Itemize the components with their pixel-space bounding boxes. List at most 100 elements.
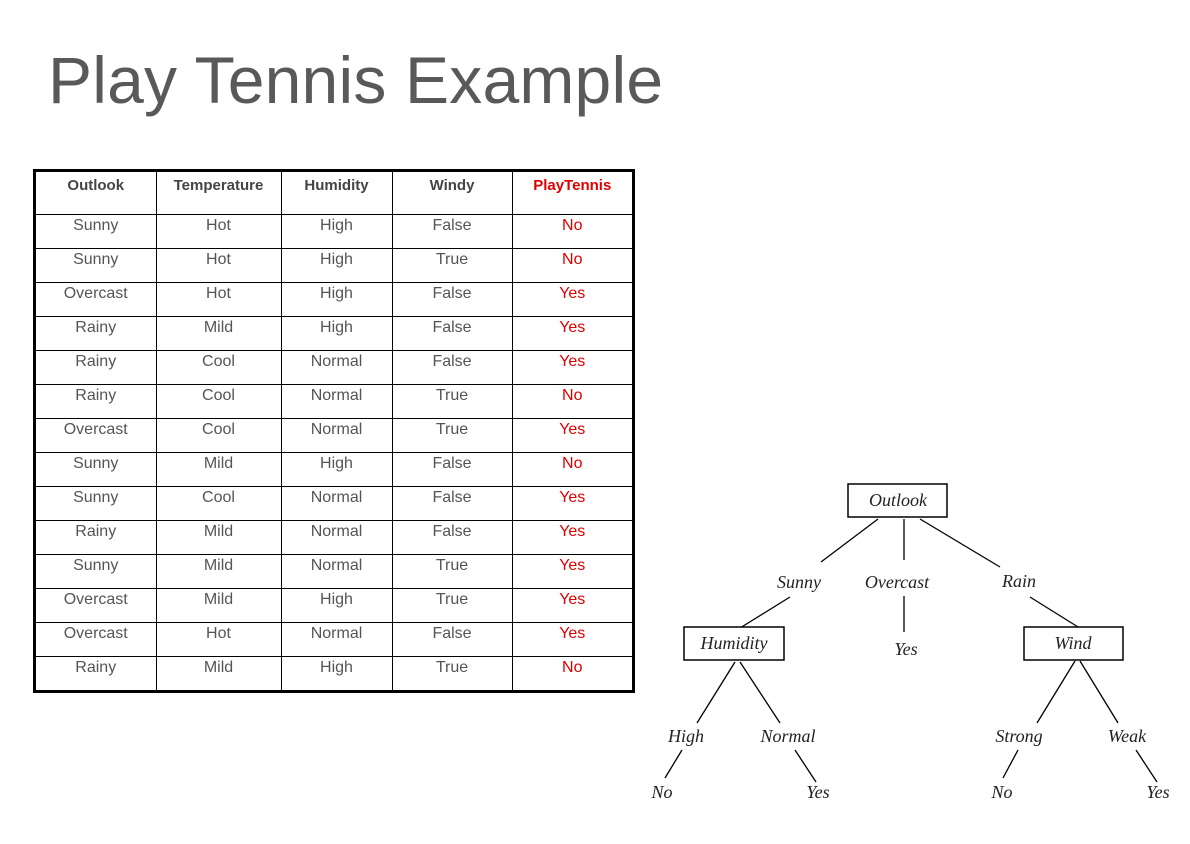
cell-windy: False (391, 622, 513, 657)
cell-temperature: Cool (155, 384, 282, 419)
cell-temperature: Mild (155, 520, 282, 555)
cell-outlook: Rainy (36, 520, 157, 555)
header-humidity: Humidity (280, 172, 393, 215)
cell-temperature: Mild (155, 452, 282, 487)
edge-high-no (664, 749, 683, 779)
cell-playtennis: No (511, 248, 632, 283)
edge-wind-weak (1079, 660, 1119, 724)
cell-playtennis: No (511, 384, 632, 419)
cell-playtennis: No (511, 452, 632, 487)
cell-outlook: Rainy (36, 316, 157, 351)
cell-temperature: Hot (155, 248, 282, 283)
branch-weak: Weak (1108, 726, 1147, 746)
cell-outlook: Overcast (36, 588, 157, 623)
leaf-strong-no: No (990, 782, 1012, 802)
tree-node-boxes (683, 483, 1124, 661)
cell-playtennis: No (511, 656, 632, 690)
cell-windy: True (391, 248, 513, 283)
cell-windy: False (391, 520, 513, 555)
edge-rain-wind (1029, 596, 1079, 628)
edge-root-sunny (820, 518, 879, 563)
leaf-weak-yes: Yes (1146, 782, 1169, 802)
cell-humidity: High (280, 214, 393, 249)
node-box-wind (1023, 626, 1124, 661)
edge-sunny-humidity (739, 596, 791, 629)
node-wind: Wind (1054, 633, 1092, 653)
cell-outlook: Sunny (36, 248, 157, 283)
cell-playtennis: Yes (511, 350, 632, 385)
node-outlook: Outlook (869, 490, 928, 510)
cell-outlook: Sunny (36, 452, 157, 487)
leaf-overcast-yes: Yes (894, 639, 917, 659)
edge-normal-yes (794, 749, 817, 783)
cell-humidity: Normal (280, 622, 393, 657)
cell-outlook: Overcast (36, 282, 157, 317)
cell-temperature: Hot (155, 622, 282, 657)
cell-outlook: Sunny (36, 554, 157, 589)
cell-temperature: Hot (155, 282, 282, 317)
cell-playtennis: Yes (511, 622, 632, 657)
edge-root-rain (919, 518, 1001, 568)
leaf-normal-yes: Yes (806, 782, 829, 802)
node-box-humidity (683, 626, 785, 661)
header-windy: Windy (391, 172, 513, 215)
node-humidity: Humidity (700, 633, 768, 653)
cell-outlook: Sunny (36, 486, 157, 521)
header-playtennis: PlayTennis (511, 172, 632, 215)
cell-windy: True (391, 418, 513, 453)
cell-humidity: Normal (280, 520, 393, 555)
cell-windy: False (391, 350, 513, 385)
branch-high: High (667, 726, 704, 746)
cell-temperature: Mild (155, 316, 282, 351)
cell-playtennis: Yes (511, 418, 632, 453)
cell-playtennis: Yes (511, 554, 632, 589)
cell-playtennis: Yes (511, 588, 632, 623)
edge-strong-no (1002, 749, 1019, 779)
cell-temperature: Cool (155, 350, 282, 385)
cell-outlook: Overcast (36, 418, 157, 453)
cell-humidity: High (280, 248, 393, 283)
tree-labels: Outlook Sunny Overcast Rain Humidity Yes… (650, 490, 1169, 802)
play-tennis-table: Outlook Temperature Humidity Windy PlayT… (33, 169, 635, 693)
cell-windy: False (391, 282, 513, 317)
node-box-outlook (847, 483, 948, 518)
cell-windy: True (391, 588, 513, 623)
branch-strong: Strong (995, 726, 1042, 746)
branch-sunny: Sunny (777, 572, 821, 592)
cell-windy: True (391, 554, 513, 589)
cell-playtennis: Yes (511, 520, 632, 555)
cell-outlook: Overcast (36, 622, 157, 657)
cell-playtennis: Yes (511, 316, 632, 351)
edge-humidity-high (696, 661, 736, 724)
page-title: Play Tennis Example (48, 43, 664, 117)
edge-weak-yes (1135, 749, 1158, 783)
tree-edges (664, 518, 1158, 783)
edge-humidity-normal (739, 661, 781, 724)
cell-temperature: Mild (155, 656, 282, 690)
branch-rain: Rain (1001, 571, 1036, 591)
cell-outlook: Rainy (36, 350, 157, 385)
cell-outlook: Rainy (36, 384, 157, 419)
branch-overcast: Overcast (865, 572, 930, 592)
leaf-high-no: No (650, 782, 672, 802)
header-outlook: Outlook (36, 172, 157, 215)
cell-humidity: Normal (280, 486, 393, 521)
cell-humidity: High (280, 656, 393, 690)
table-header-row: Outlook Temperature Humidity Windy PlayT… (36, 172, 632, 215)
cell-outlook: Sunny (36, 214, 157, 249)
cell-temperature: Hot (155, 214, 282, 249)
cell-playtennis: Yes (511, 486, 632, 521)
